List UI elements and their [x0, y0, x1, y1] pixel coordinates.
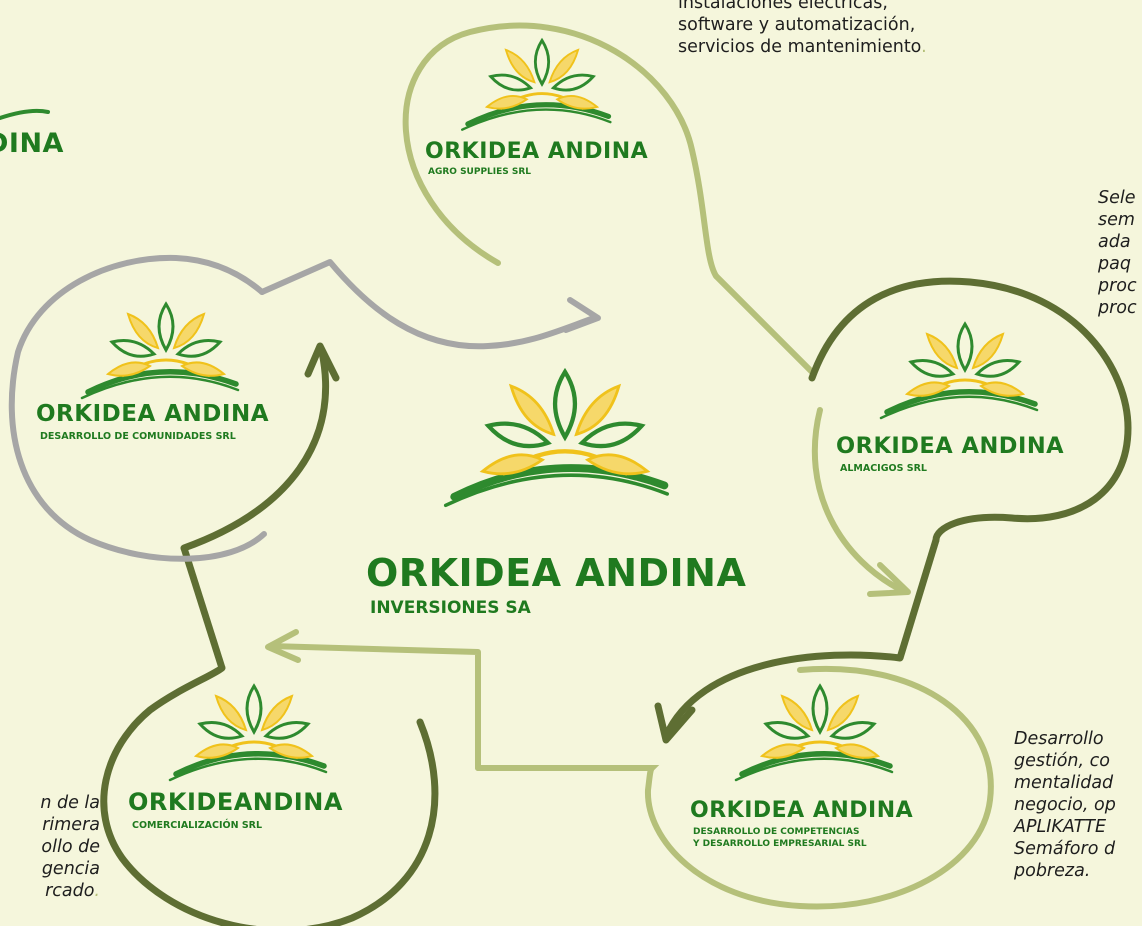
center-logo-subtitle: INVERSIONES SA — [370, 598, 532, 618]
sun-leaf-emblem-icon — [736, 686, 892, 780]
bottom-right-desc-line-7: pobreza. — [1014, 861, 1091, 881]
sun-leaf-emblem-icon — [170, 686, 326, 780]
right-desc-line-6: proc — [1098, 298, 1137, 318]
comunidades-to-agro-arrow — [259, 259, 597, 350]
comunidades-logo: ORKIDEA ANDINA DESARROLLO DE COMUNIDADES… — [36, 304, 269, 442]
competencias-loop — [475, 665, 994, 910]
sun-leaf-emblem-icon — [446, 372, 668, 505]
center-logo-name: ORKIDEA ANDINA — [366, 551, 746, 595]
comercializacion-logo-subtitle: COMERCIALIZACIÓN SRL — [132, 819, 262, 831]
right-desc-line-5: proc — [1098, 276, 1137, 296]
sun-leaf-emblem-icon — [881, 324, 1037, 418]
bottom-right-desc-line-4: negocio, op — [1014, 795, 1116, 815]
bottom-right-desc-line-6: Semáforo d — [1014, 839, 1116, 859]
bottom-right-desc-line-3: mentalidad — [1014, 773, 1114, 793]
top-description: instalaciones eléctricas, software y aut… — [678, 0, 927, 58]
comercializacion-logo-name: ORKIDEANDINA — [128, 788, 343, 816]
competencias-arrowhead — [654, 702, 696, 744]
comercializacion-loop — [100, 664, 439, 926]
bottom-left-desc-line-5-text: rcado — [45, 881, 95, 901]
right-desc-line-1: Sele — [1098, 188, 1136, 208]
bottom-left-desc-line-3: ollo de — [41, 837, 100, 857]
bottom-left-desc-line-4: gencia — [41, 859, 100, 879]
partial-logo-name: DINA — [0, 128, 64, 159]
competencias-logo-subtitle-1: DESARROLLO DE COMPETENCIAS — [693, 827, 859, 837]
competencias-logo-subtitle-2: Y DESARROLLO EMPRESARIAL SRL — [692, 839, 867, 849]
top-desc-line-3-text: servicios de mantenimiento — [678, 37, 922, 57]
top-desc-line-1: instalaciones eléctricas, — [678, 0, 888, 13]
comunidades-logo-name: ORKIDEA ANDINA — [36, 401, 269, 427]
almacigos-to-competencias-connector — [896, 538, 940, 660]
almacigos-loop — [808, 277, 1132, 544]
bottom-left-desc-line-5: rcado. — [0, 880, 100, 902]
right-desc-line-3: ada — [1098, 232, 1131, 252]
comercializacion-to-comunidades-arrow — [180, 348, 330, 552]
top-desc-line-3: servicios de mantenimiento. — [678, 36, 927, 58]
competencias-logo-name: ORKIDEA ANDINA — [690, 798, 913, 823]
bottom-right-description: Desarrollo gestión, co mentalidad negoci… — [1014, 728, 1116, 882]
bottom-left-desc-line-1: n de la — [40, 793, 100, 813]
sun-leaf-emblem-icon — [462, 40, 610, 129]
bottom-right-desc-line-1: Desarrollo — [1014, 729, 1104, 749]
competencias-logo: ORKIDEA ANDINA DESARROLLO DE COMPETENCIA… — [690, 686, 913, 849]
comercializacion-to-comunidades-connector — [180, 546, 226, 670]
right-desc-line-4: paq — [1098, 254, 1131, 274]
bottom-left-desc-period: . — [94, 881, 100, 901]
bottom-right-desc-line-5: APLIKATTE — [1014, 817, 1107, 837]
agro-supplies-logo: ORKIDEA ANDINA AGRO SUPPLIES SRL — [425, 40, 648, 177]
comunidades-arrowhead-up — [304, 342, 340, 382]
agro-to-almacigos-connector — [713, 273, 815, 375]
center-logo: ORKIDEA ANDINA INVERSIONES SA — [366, 372, 746, 618]
comunidades-logo-subtitle: DESARROLLO DE COMUNIDADES SRL — [40, 431, 236, 442]
agro-logo-name: ORKIDEA ANDINA — [425, 139, 648, 164]
center-arrowhead — [265, 629, 301, 663]
right-desc-line-2: sem — [1098, 210, 1135, 230]
bottom-left-description: n de la rimera ollo de gencia rcado. — [0, 792, 100, 902]
competencias-loop-arrow — [662, 651, 904, 740]
almacigos-logo-subtitle: ALMACIGOS SRL — [840, 463, 927, 474]
agro-logo-subtitle: AGRO SUPPLIES SRL — [428, 167, 531, 177]
bottom-right-desc-line-2: gestión, co — [1014, 751, 1110, 771]
bottom-left-desc-line-2: rimera — [42, 815, 100, 835]
sun-leaf-emblem-icon — [82, 304, 238, 398]
top-desc-period: . — [921, 37, 927, 57]
right-description: Sele sem ada paq proc proc — [1098, 187, 1137, 319]
top-desc-line-2: software y automatización, — [678, 15, 916, 35]
cycle-connections — [8, 22, 1132, 926]
partial-logo-left: DINA — [0, 108, 64, 159]
comunidades-loop — [8, 254, 267, 562]
agro-loop — [402, 22, 719, 279]
almacigos-logo: ORKIDEA ANDINA ALMACIGOS SRL — [836, 324, 1064, 474]
almacigos-to-competencias-arrow — [811, 407, 908, 595]
almacigos-logo-name: ORKIDEA ANDINA — [836, 433, 1064, 459]
competencias-to-center-arrow — [267, 643, 481, 771]
almacigos-arrowhead — [867, 562, 911, 597]
comercializacion-logo: ORKIDEANDINA COMERCIALIZACIÓN SRL — [128, 686, 343, 831]
comunidades-arrowhead — [563, 297, 601, 333]
